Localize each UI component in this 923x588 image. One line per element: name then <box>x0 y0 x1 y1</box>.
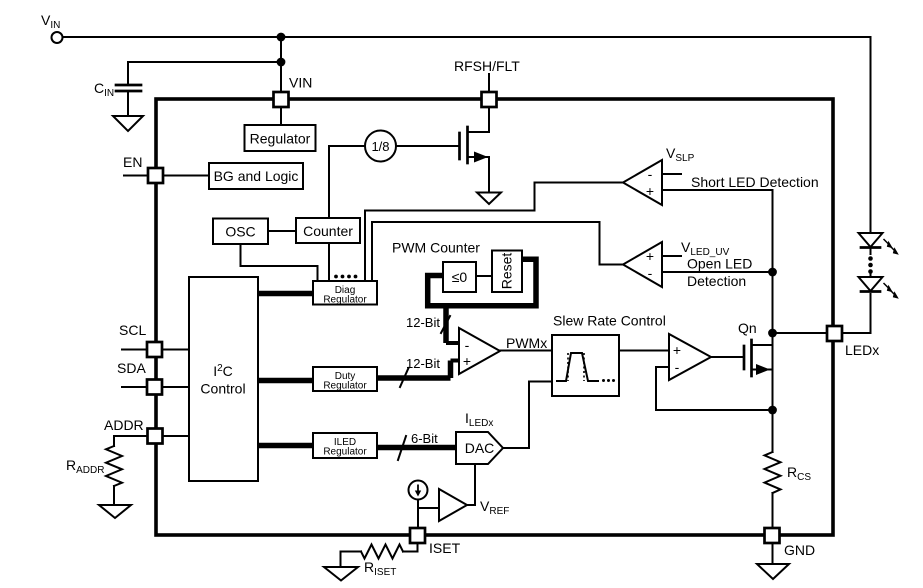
svg-text:Diag: Diag <box>335 285 356 296</box>
svg-text:PWMx: PWMx <box>506 335 547 351</box>
svg-text:BG and Logic: BG and Logic <box>214 168 299 184</box>
svg-text:12-Bit: 12-Bit <box>406 356 440 371</box>
svg-text:DAC: DAC <box>465 440 495 456</box>
svg-text:Regulator: Regulator <box>323 447 367 458</box>
svg-text:RFSH/FLT: RFSH/FLT <box>454 58 520 74</box>
svg-text:Counter: Counter <box>303 223 353 239</box>
svg-text:LEDx: LEDx <box>845 342 879 358</box>
svg-text:1/8: 1/8 <box>371 139 389 154</box>
svg-text:ISET: ISET <box>429 540 461 556</box>
svg-text:Detection: Detection <box>687 273 746 289</box>
svg-text:Open LED: Open LED <box>687 256 752 272</box>
svg-text:ILED: ILED <box>334 437 356 448</box>
svg-text:-: - <box>675 359 680 375</box>
svg-text:Short LED Detection: Short LED Detection <box>691 174 819 190</box>
svg-text:6-Bit: 6-Bit <box>411 431 438 446</box>
svg-text:Reset: Reset <box>499 253 515 290</box>
svg-text:PWM Counter: PWM Counter <box>392 240 480 256</box>
svg-text:Regulator: Regulator <box>250 131 311 147</box>
svg-text:GND: GND <box>784 542 815 558</box>
svg-text:Slew Rate Control: Slew Rate Control <box>553 313 666 329</box>
svg-text:-: - <box>648 265 653 281</box>
svg-text:12-Bit: 12-Bit <box>406 315 440 330</box>
svg-text:≤0: ≤0 <box>452 269 468 285</box>
svg-text:EN: EN <box>123 154 142 170</box>
svg-text:SDA: SDA <box>117 360 146 376</box>
svg-text:VIN: VIN <box>289 75 312 91</box>
svg-text:Regulator: Regulator <box>323 381 367 392</box>
svg-text:ADDR: ADDR <box>104 417 144 433</box>
svg-text:-: - <box>648 166 653 182</box>
svg-text:SCL: SCL <box>119 322 146 338</box>
svg-text:Control: Control <box>200 381 245 397</box>
svg-text:I2C: I2C <box>213 363 233 379</box>
svg-text:+: + <box>463 353 471 369</box>
svg-text:Duty: Duty <box>335 371 356 382</box>
svg-text:+: + <box>646 183 654 199</box>
svg-text:+: + <box>673 342 681 358</box>
svg-text:Qn: Qn <box>738 320 757 336</box>
svg-text:OSC: OSC <box>225 224 255 240</box>
svg-text:+: + <box>646 248 654 264</box>
svg-text:Regulator: Regulator <box>323 295 367 306</box>
svg-text:-: - <box>465 337 470 353</box>
